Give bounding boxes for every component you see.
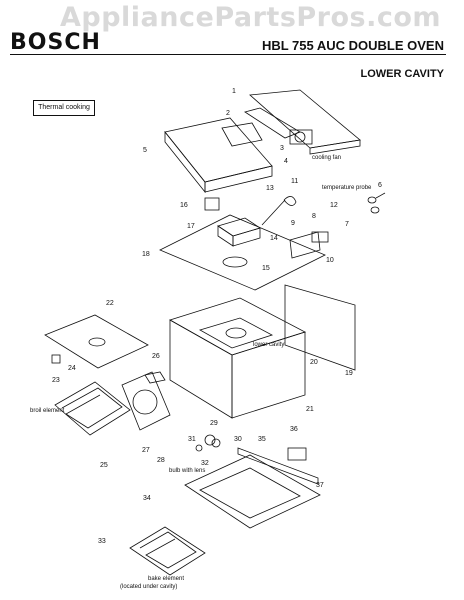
part-27-fan-cover (121, 371, 171, 431)
part-label-36: 36 (290, 426, 298, 433)
part-2-fan-rail (244, 107, 313, 145)
part-8-connector (311, 231, 329, 243)
part-label-32: 32 (201, 460, 209, 467)
part-label-30: 30 (234, 436, 242, 443)
part-16-sensor (204, 197, 220, 211)
part-30-31-bulbs (195, 434, 221, 452)
part-22-plate (44, 314, 149, 369)
part-label-6: 6 (378, 182, 382, 189)
part-label-2: 2 (226, 110, 230, 117)
part-label-19: 19 (345, 370, 353, 377)
brand-logo: BOSCH (10, 30, 101, 55)
part-label-27: 27 (142, 447, 150, 454)
part-18-cavity-top-plate (159, 214, 326, 291)
part-label-25: 25 (100, 462, 108, 469)
part-label-4: 4 (284, 158, 288, 165)
part-label-16: 16 (180, 202, 188, 209)
part-label-21: 21 (306, 406, 314, 413)
header-rule (10, 54, 446, 55)
part-label-11: 11 (291, 178, 298, 185)
part-label-23: 23 (52, 377, 60, 384)
part-label-26: 26 (152, 353, 160, 360)
part-label-34: 34 (143, 495, 151, 502)
part-label-31: 31 (188, 436, 196, 443)
section-title: LOWER CAVITY (360, 68, 444, 80)
part-35-bar (237, 447, 319, 485)
part-19-side-panel (284, 284, 356, 371)
caption-broil-element: broil element (30, 408, 65, 414)
part-25-broil-element (54, 381, 131, 436)
caption-cooling-fan: cooling fan (312, 155, 341, 161)
part-26-bracket (144, 371, 166, 384)
part-label-37: 37 (316, 482, 324, 489)
part-11-probe (261, 196, 297, 226)
part-23-cap (51, 354, 61, 364)
part-label-33: 33 (98, 538, 106, 545)
part-36-bracket (287, 447, 307, 461)
caption-bake-element-note: (located under cavity) (120, 584, 177, 590)
part-label-15: 15 (262, 265, 270, 272)
watermark: AppliancePartsPros.com (60, 2, 442, 33)
thermal-cooking-note: Thermal cooking (33, 100, 95, 116)
part-label-22: 22 (106, 300, 114, 307)
caption-bulb-with-lens: bulb with lens (169, 468, 205, 474)
part-label-35: 35 (258, 436, 266, 443)
part-34-bottom-tray (184, 454, 321, 529)
part-21-oven-cavity (169, 297, 307, 419)
part-label-18: 18 (142, 251, 150, 258)
part-label-5: 5 (143, 147, 147, 154)
part-10-bracket (289, 231, 321, 259)
part-label-8: 8 (312, 213, 316, 220)
caption-lower-cavity: lower cavity (253, 342, 284, 348)
part-label-20: 20 (310, 359, 318, 366)
part-label-28: 28 (157, 457, 165, 464)
part-17-box (217, 217, 261, 247)
part-label-1: 1 (232, 88, 236, 95)
part-label-13: 13 (266, 185, 274, 192)
caption-temperature-probe: temperature probe (322, 185, 372, 191)
part-label-10: 10 (326, 257, 334, 264)
part-label-29: 29 (210, 420, 218, 427)
part-33-bake-element (129, 526, 206, 576)
part-label-17: 17 (187, 223, 195, 230)
part-label-12: 12 (330, 202, 338, 209)
caption-bake-element: bake element (148, 576, 184, 582)
model-title: HBL 755 AUC DOUBLE OVEN (261, 38, 444, 53)
part-label-3: 3 (280, 145, 284, 152)
part-6-knobs (367, 192, 386, 214)
part-label-14: 14 (270, 235, 278, 242)
part-label-7: 7 (345, 221, 349, 228)
part-label-24: 24 (68, 365, 76, 372)
part-label-9: 9 (291, 220, 295, 227)
part-5-top-plate (164, 117, 273, 194)
